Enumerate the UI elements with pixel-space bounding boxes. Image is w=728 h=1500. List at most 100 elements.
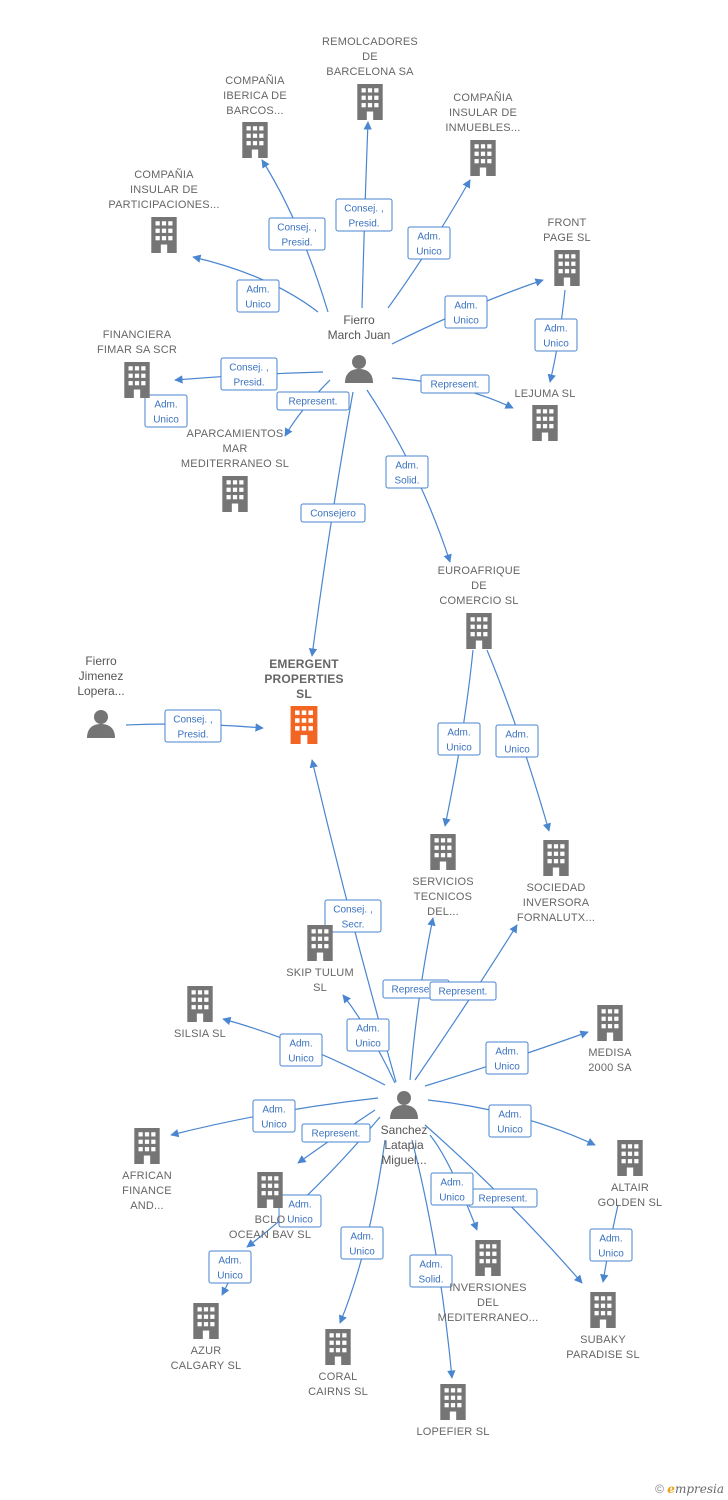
edge-label-text: Adm.Unico [287, 1200, 313, 1226]
edge-label[interactable]: Adm.Unico [488, 1104, 532, 1138]
edge-label[interactable]: Adm.Unico [278, 1194, 322, 1228]
edge-label-text: Adm.Unico [261, 1105, 287, 1131]
edge-label[interactable]: Represent. [429, 981, 497, 1001]
edge-label-text: Adm.Solid. [418, 1260, 443, 1286]
edge-label[interactable]: Adm.Unico [437, 722, 481, 756]
edge-label[interactable]: Adm.Unico [589, 1228, 633, 1262]
company-label: SILSIA SL [174, 1028, 226, 1040]
company-node-lopefier[interactable]: LOPEFIER SL [416, 1384, 489, 1438]
edge-label[interactable]: Adm.Unico [430, 1172, 474, 1206]
building-icon [617, 1140, 643, 1176]
building-icon [543, 840, 569, 876]
edge-label[interactable]: Adm.Unico [279, 1033, 323, 1067]
edges-layer [125, 121, 619, 1379]
edge-label[interactable]: Consejero [300, 503, 366, 523]
edge-label[interactable]: Adm.Unico [495, 724, 539, 758]
edge-label[interactable]: Adm.Unico [252, 1099, 296, 1133]
edge-connector [308, 391, 354, 657]
edge-label[interactable]: Represent. [276, 391, 350, 411]
person-icon [390, 1091, 418, 1119]
edge-label-text: Adm.Unico [288, 1039, 314, 1065]
edge-label-box [385, 455, 429, 489]
edge-label[interactable]: Consej. ,Secr. [324, 899, 382, 933]
edge-label-box [335, 198, 393, 232]
company-node-silsia[interactable]: SILSIA SL [174, 986, 226, 1040]
edge-label-box [429, 981, 497, 1001]
edge-label[interactable]: Adm.Solid. [385, 455, 429, 489]
edge-label[interactable]: Consej. ,Presid. [268, 217, 326, 251]
edge-label-box [420, 374, 490, 394]
edge-label[interactable]: Represent. [301, 1123, 371, 1143]
building-icon [325, 1329, 351, 1365]
footer-brand: © empresia [655, 1482, 724, 1496]
company-node-lejuma[interactable]: LEJUMA SL [514, 388, 575, 441]
edge-label-text: Adm.Unico [439, 1178, 465, 1204]
edge-label-text: Represent. [431, 380, 480, 391]
edge-connector [429, 1134, 479, 1231]
edge-label-box [495, 724, 539, 758]
edge-label[interactable]: Adm.Solid. [409, 1254, 453, 1288]
edge-label-box [268, 217, 326, 251]
edge-label[interactable]: Adm.Unico [340, 1226, 384, 1260]
edge-label[interactable]: Adm.Unico [534, 318, 578, 352]
edge-label[interactable]: Adm.Unico [236, 279, 280, 313]
edge-label[interactable]: Consej. ,Presid. [335, 198, 393, 232]
edge-label-text: Adm.Unico [543, 324, 569, 350]
building-icon [290, 706, 318, 744]
edge-label-box [485, 1041, 529, 1075]
edge-label[interactable]: Adm.Unico [485, 1041, 529, 1075]
building-icon [151, 217, 177, 253]
company-label: LOPEFIER SL [416, 1426, 489, 1438]
edge-label-text: Adm.Unico [355, 1024, 381, 1050]
edge-label-box [300, 503, 366, 523]
edge-label[interactable]: Adm.Unico [346, 1018, 390, 1052]
edge-label[interactable]: Consej. ,Presid. [220, 357, 278, 391]
building-icon [187, 986, 213, 1022]
edge-label-text: Represent. [289, 397, 338, 408]
building-icon [134, 1128, 160, 1164]
edge-label[interactable]: Adm.Unico [208, 1250, 252, 1284]
brand-logo[interactable]: empresia [667, 1482, 724, 1496]
edge-label[interactable]: Represent. [468, 1188, 538, 1208]
edge-label-text: Adm.Unico [153, 400, 179, 426]
edge-label[interactable]: Adm.Unico [444, 295, 488, 329]
edge-label[interactable]: Consej. ,Presid. [164, 709, 222, 743]
edge-label[interactable]: Represent. [420, 374, 490, 394]
edge-label-text: Consejero [310, 509, 356, 520]
edge-label[interactable]: Adm.Unico [144, 394, 188, 428]
edge-label[interactable]: Adm.Unico [407, 226, 451, 260]
